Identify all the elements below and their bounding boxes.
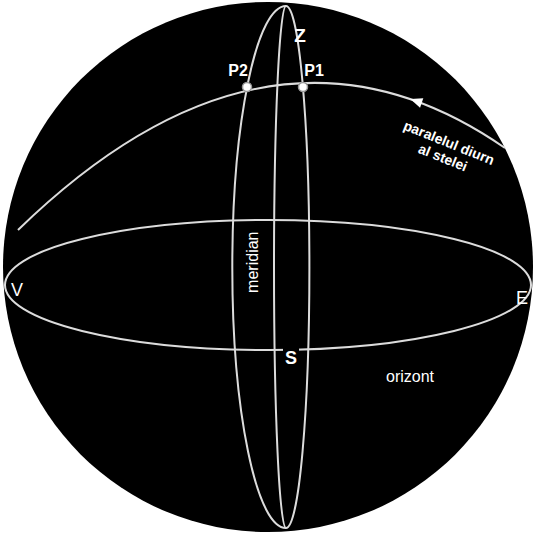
- cardinal-label: S: [283, 348, 299, 369]
- star-position: [243, 83, 252, 92]
- star-position: [299, 83, 308, 92]
- cardinal-label: V: [11, 280, 23, 301]
- point-label: P1: [304, 62, 324, 80]
- meridian-label: meridian: [245, 231, 263, 292]
- zenith-label: Z: [294, 25, 306, 47]
- point-label: P2: [228, 62, 248, 80]
- motion-arrow: [409, 94, 424, 107]
- horizon-label: orizont: [386, 368, 434, 386]
- sphere: [3, 2, 533, 532]
- cardinal-label: E: [516, 288, 528, 309]
- horizon-circle: [5, 220, 531, 350]
- diurnal-parallel: [18, 83, 505, 230]
